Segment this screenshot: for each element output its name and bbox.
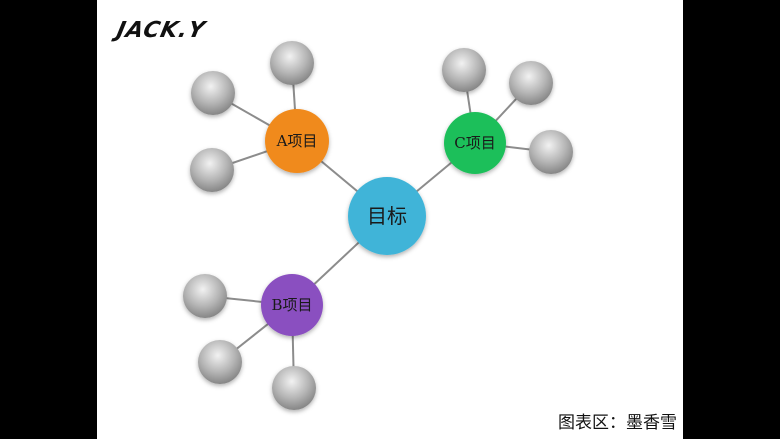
leaf-node-a-1	[270, 41, 314, 85]
leaf-node-c-3	[529, 130, 573, 174]
branch-a-label: A项目	[276, 132, 318, 150]
center-node: 目标	[348, 177, 426, 255]
branch-node-c: C项目	[444, 112, 506, 174]
leaf-node-b-2	[198, 340, 242, 384]
branch-node-b: B项目	[261, 274, 323, 336]
leaf-node-a-3	[190, 148, 234, 192]
slide-canvas: JACK.Y A项目 B项目 C项目 目	[97, 0, 683, 439]
leaf-node-c-2	[509, 61, 553, 105]
leaf-nodes	[183, 41, 573, 410]
leaf-node-c-1	[442, 48, 486, 92]
leaf-node-b-1	[183, 274, 227, 318]
mind-map-diagram: A项目 B项目 C项目 目标	[183, 41, 573, 410]
branch-a-circle	[265, 109, 329, 173]
leaf-node-b-3	[272, 366, 316, 410]
branch-c-circle	[444, 112, 506, 174]
center-circle	[348, 177, 426, 255]
branch-node-a: A项目	[265, 109, 329, 173]
center-label: 目标	[367, 204, 407, 228]
branch-b-circle	[261, 274, 323, 336]
branch-c-label: C项目	[454, 134, 495, 152]
leaf-node-a-2	[191, 71, 235, 115]
credit-text: 图表区：墨香雪	[558, 413, 677, 433]
branch-b-label: B项目	[271, 296, 312, 314]
